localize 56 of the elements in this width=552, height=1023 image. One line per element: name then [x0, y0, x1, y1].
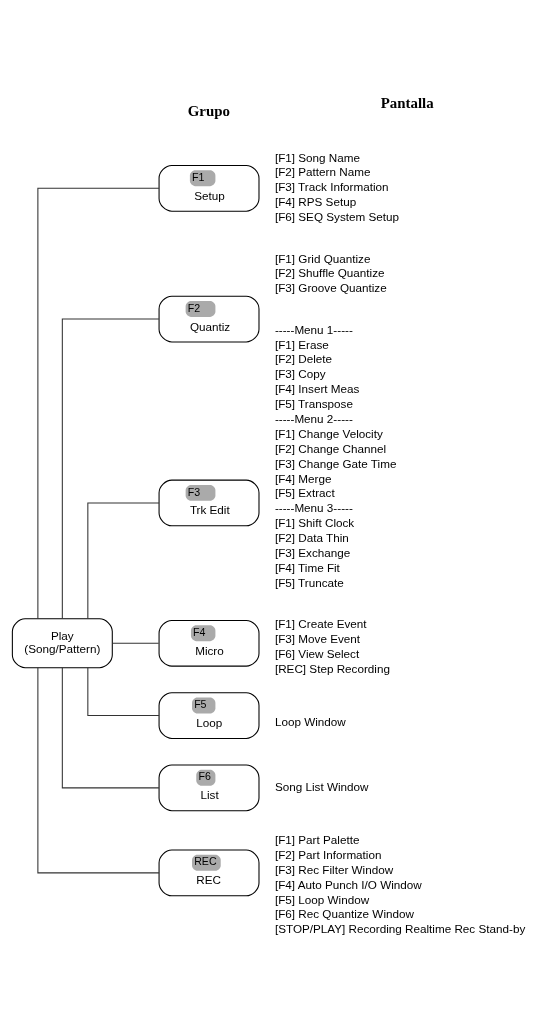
node-box: F3 Trk Edit	[158, 479, 260, 526]
node-label: [F2] Part Information	[274, 847, 382, 861]
node-label: -----Menu 1-----	[274, 322, 353, 336]
node-label: [F6] SEQ System Setup	[274, 209, 400, 223]
node-label: [F4] Merge	[274, 471, 332, 485]
node-label: -----Menu 3-----	[274, 500, 353, 514]
node-label: [F4] Auto Punch I/O Window	[274, 877, 422, 891]
node-label: [F1] Create Event	[274, 616, 367, 630]
node-label: [F5] Loop Window	[274, 892, 370, 906]
node-label: [F3] Groove Quantize	[274, 280, 387, 294]
node-label: [F1] Shift Clock	[274, 515, 355, 529]
node-label: [F5] Extract	[274, 485, 335, 499]
node-label: [F2] Pattern Name	[274, 164, 371, 178]
node-label: Loop Window	[274, 714, 346, 728]
node-label: [STOP/PLAY] Recording Realtime Rec Stand-by	[274, 921, 526, 935]
label: Grupo	[187, 102, 230, 119]
node-label: [F3] Move Event	[274, 631, 361, 645]
node-label: [F3] Copy	[274, 366, 326, 380]
node-label: [F2] Shuffle Quantize	[274, 265, 385, 279]
node-label: [F1] Change Velocity	[274, 426, 383, 440]
node-box: F5 Loop	[158, 691, 260, 739]
node-label: [F2] Data Thin	[274, 530, 349, 544]
node-label: [F3] Change Gate Time	[274, 456, 397, 470]
node-box: F6 List	[158, 763, 260, 811]
connector	[87, 666, 160, 716]
node-box: F1 Setup	[158, 164, 260, 212]
node-label: [F1] Part Palette	[274, 832, 360, 846]
node-label: [F1] Song Name	[274, 150, 361, 164]
node-label: [F2] Change Channel	[274, 441, 387, 455]
node-label: [F2] Delete	[274, 351, 333, 365]
label: Pantalla	[380, 94, 434, 111]
connector	[87, 501, 160, 619]
node-label: [F1] Erase	[274, 337, 329, 351]
node-label: [F6] Rec Quantize Window	[274, 906, 414, 920]
node-box: F4 Micro	[158, 619, 260, 667]
node-label: [F1] Grid Quantize	[274, 251, 371, 264]
node-box: REC REC	[158, 849, 260, 896]
node-label: Song List Window	[274, 779, 369, 793]
node-label: [F5] Truncate	[274, 575, 344, 589]
connector	[37, 187, 160, 619]
node-box: F2 Quantiz	[158, 295, 260, 342]
node-label: [F4] RPS Setup	[274, 194, 357, 208]
node-label: [F3] Exchange	[274, 545, 351, 559]
node-label: [F4] Time Fit	[274, 560, 340, 574]
connector	[37, 666, 160, 873]
node-box: Play (Song/Pattern)	[11, 617, 113, 668]
node-label: [F4] Insert Meas	[274, 381, 360, 395]
connector	[61, 318, 160, 619]
node-label: [F3] Track Information	[274, 179, 389, 193]
node-label: [REC] Step Recording	[274, 661, 390, 675]
node-label: -----Menu 2-----	[274, 411, 353, 425]
connector	[111, 642, 160, 644]
node-label: [F6] View Select	[274, 646, 360, 660]
node-label: [F5] Transpose	[274, 396, 353, 410]
node-label: [F3] Rec Filter Window	[274, 862, 394, 876]
connector	[61, 666, 160, 788]
